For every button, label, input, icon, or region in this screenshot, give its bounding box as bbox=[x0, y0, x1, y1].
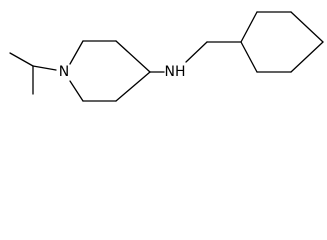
molecule-structure: N NH bbox=[9, 11, 324, 102]
bond-cy-1 bbox=[240, 41, 258, 73]
bond-cy-6 bbox=[240, 11, 258, 43]
bond-isopropyl-to-n bbox=[32, 65, 57, 71]
bond-ring-n-upper bbox=[69, 40, 84, 65]
bond-ring-n-lower bbox=[69, 80, 84, 102]
bond-isopropyl-methyl-top bbox=[9, 52, 34, 67]
bond-cy-3 bbox=[290, 41, 324, 73]
bond-ring-lower-right bbox=[115, 71, 151, 102]
bond-cy-4 bbox=[290, 11, 324, 43]
atom-label-amine-nh: NH bbox=[165, 64, 186, 80]
atom-label-piperidine-n: N bbox=[59, 64, 69, 80]
bond-nh-to-ch2 bbox=[185, 41, 208, 63]
bond-ring-upper-right bbox=[115, 40, 151, 73]
